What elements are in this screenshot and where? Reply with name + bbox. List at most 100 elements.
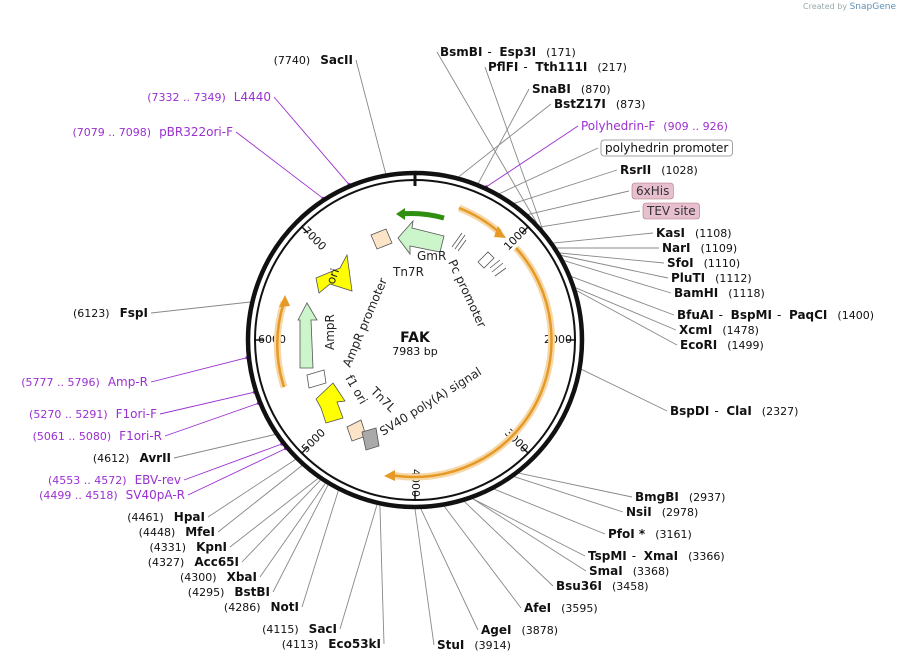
- enzyme-position: (6123): [73, 307, 110, 320]
- enzyme-name: NsiI: [626, 505, 652, 519]
- enzyme-name: AvrII: [139, 451, 171, 465]
- gmr-arrow: [397, 219, 445, 256]
- leader-right-13: [564, 260, 672, 294]
- site-label-bmgbi: BmgBI(2937): [635, 490, 725, 504]
- enzyme-name: SnaBI: [532, 82, 571, 96]
- green-arrow-head: [396, 208, 405, 220]
- site-label-nsii: NsiI(2978): [626, 505, 698, 519]
- site-label-amp-r: Amp-R(5777 .. 5796): [21, 375, 148, 389]
- site-label-smai: SmaI(3368): [589, 564, 669, 578]
- site-label-stui: StuI (3914): [437, 638, 511, 652]
- tn7r-box: [370, 228, 393, 250]
- leader-left-6: [164, 402, 259, 437]
- enzyme-name: StuI: [437, 638, 464, 652]
- leader-left-3: [150, 301, 251, 314]
- site-label-bstbi: BstBI (4295): [188, 585, 270, 599]
- leader-right-7: [527, 190, 630, 215]
- site-label-polyhedrin-f: Polyhedrin-F(909 .. 926): [581, 119, 728, 133]
- enzyme-position: (1112): [715, 272, 752, 285]
- enzyme-name: PfoI *: [608, 527, 646, 541]
- leader-left-0: [355, 59, 387, 174]
- site-label-saci: SacI(4115): [262, 622, 337, 636]
- enzyme-name: Eco53kI: [328, 637, 381, 651]
- enzyme-position: (2937): [689, 491, 726, 504]
- leader-right-21: [472, 498, 586, 557]
- enzyme-position: (4331): [150, 541, 187, 554]
- leader-left-12: [229, 478, 319, 548]
- leader-left-7: [173, 434, 276, 459]
- site-label-sv40pa-r: SV40pA-R (4499 .. 4518): [39, 488, 185, 502]
- enzyme-position: (1110): [704, 257, 741, 270]
- leader-right-4: [486, 125, 579, 188]
- site-label-f1ori-r: F1ori-R(5061 .. 5080): [33, 429, 162, 443]
- leader-right-19: [514, 476, 624, 513]
- enzyme-position: (1028): [661, 164, 698, 177]
- site-label-rsrii: RsrII(1028): [620, 163, 698, 177]
- site-label-f1ori-f: F1ori-F(5270 .. 5291): [29, 407, 157, 421]
- credit-prefix: Created by: [803, 2, 848, 11]
- leader-left-16: [301, 490, 339, 608]
- primer-name: SV40pA-R: [126, 488, 185, 502]
- leader-left-5: [159, 391, 255, 415]
- site-label-bfuai-bspmi-paqci: BfuAI-BspMI-PaqCI(1400): [677, 308, 874, 322]
- plasmid-name: FAK: [400, 330, 431, 346]
- site-label-bsmbi-esp3i: BsmBI-Esp3I(171): [440, 45, 576, 59]
- enzyme-name: NarI: [662, 241, 691, 255]
- leader-left-17: [339, 504, 378, 630]
- enzyme-name: HpaI: [174, 510, 205, 524]
- ampr-arrow: [297, 302, 318, 369]
- leader-left-15: [272, 484, 329, 593]
- orf-arrow-2: [390, 247, 553, 479]
- enzyme-position: (1109): [701, 242, 738, 255]
- tick-mark-4: [301, 446, 309, 454]
- primer-position: (4553 .. 4572): [48, 474, 127, 487]
- enzyme-name: PaqCI: [789, 308, 827, 322]
- site-label-sfoi: SfoI(1110): [667, 256, 740, 270]
- leader-right-5: [499, 147, 599, 195]
- enzyme-position: (4300): [180, 571, 217, 584]
- primer-position: (5270 .. 5291): [29, 408, 108, 421]
- leader-left-10: [207, 459, 296, 518]
- site-label-bamhi: BamHI(1118): [674, 286, 765, 300]
- feature-label-ampr: AmpR: [323, 314, 337, 350]
- leader-right-12: [561, 255, 669, 279]
- enzyme-position: (4295): [188, 586, 225, 599]
- tick-mark-2: [521, 446, 529, 454]
- primer-position: (4499 .. 4518): [39, 489, 118, 502]
- enzyme-position: (217): [597, 61, 627, 74]
- leader-right-23: [464, 501, 554, 587]
- leader-right-15: [575, 287, 677, 331]
- site-label-tev-site: TEV site: [642, 202, 700, 220]
- enzyme-position: (1400): [837, 309, 874, 322]
- enzyme-position: (1478): [722, 324, 759, 337]
- enzyme-position: (4461): [127, 511, 164, 524]
- feature-glyphs: [297, 208, 507, 451]
- enzyme-position: (3161): [655, 528, 692, 541]
- enzyme-position: (3914): [474, 639, 511, 652]
- site-label-pluti: PluTI(1112): [671, 271, 752, 285]
- site-label-bspdi-clai: BspDI-ClaI(2327): [670, 404, 798, 418]
- site-label-kasi: KasI(1108): [656, 226, 732, 240]
- enzyme-name: PflFI: [488, 60, 518, 74]
- site-label-bsu36i: Bsu36I(3458): [556, 579, 649, 593]
- enzyme-position: (1499): [727, 339, 764, 352]
- leader-right-6: [514, 169, 618, 204]
- feature-label-tn7l: Tn7L: [367, 384, 399, 416]
- feature-label-gmr: GmR: [417, 249, 446, 263]
- enzyme-name: TspMI: [588, 549, 627, 563]
- primer-name: F1ori-R: [119, 429, 162, 443]
- enzyme-name: SacII: [320, 53, 353, 67]
- leader-left-8: [183, 443, 282, 481]
- feature-label-ori: ori: [324, 267, 342, 286]
- enzyme-name: BstBI: [234, 585, 270, 599]
- enzyme-separator: -: [487, 45, 491, 59]
- enzyme-name: XcmI: [679, 323, 712, 337]
- pc-promoter-glyph: [451, 232, 467, 252]
- enzyme-name: BfuAI: [677, 308, 714, 322]
- orf-arrow-3: [276, 301, 286, 388]
- leader-left-9: [187, 448, 286, 496]
- enzyme-position: (3458): [612, 580, 649, 593]
- enzyme-position: (1108): [695, 227, 732, 240]
- primer-name: L4440: [234, 90, 271, 104]
- enzyme-position: (2327): [762, 405, 799, 418]
